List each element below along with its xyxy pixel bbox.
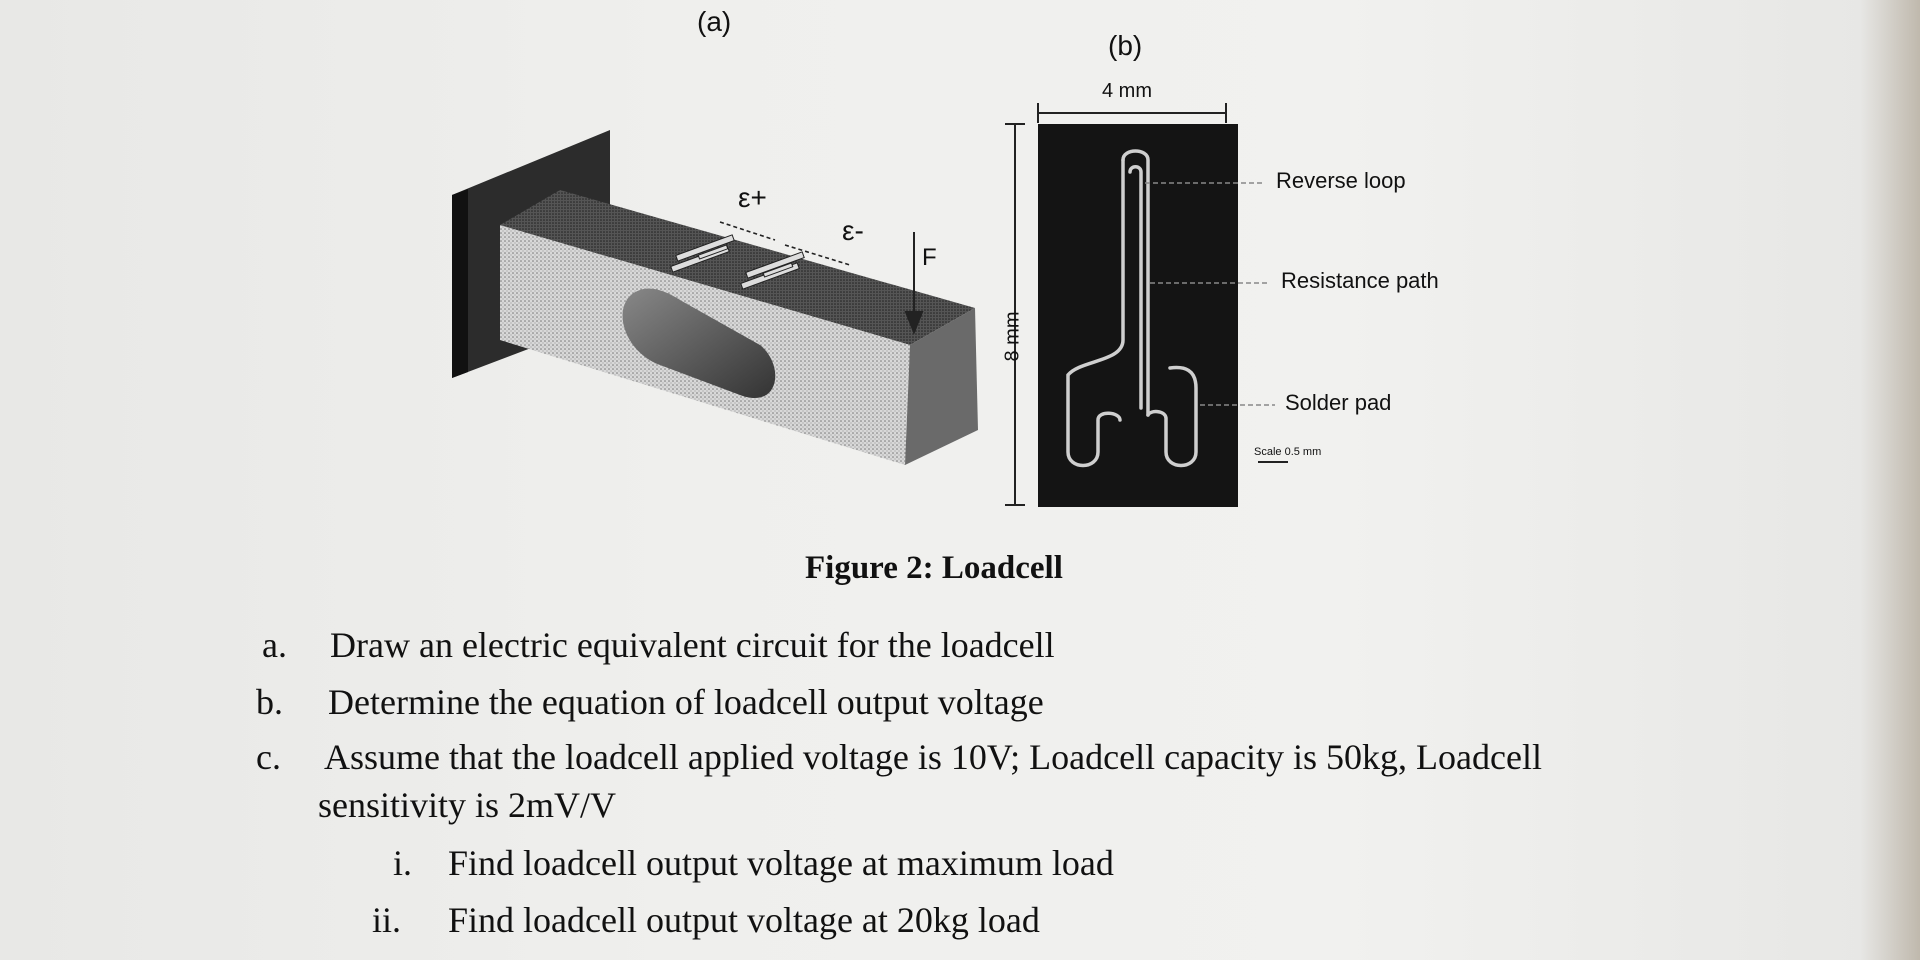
question-c-continuation: sensitivity is 2mV/V: [318, 785, 617, 825]
strain-minus-label: ε-: [842, 215, 864, 246]
force-arrow: [904, 232, 924, 335]
force-label: F: [922, 244, 937, 271]
figure-caption: Figure 2: Loadcell: [805, 550, 1063, 586]
gauge-trace: [1066, 149, 1198, 468]
question-c: c. Assume that the loadcell applied volta…: [256, 737, 1542, 777]
page-edge-shadow: [1860, 0, 1920, 960]
beam-end-face: [905, 308, 978, 465]
question-b: b. Determine the equation of loadcell out…: [256, 682, 1044, 722]
question-marker: a.: [262, 625, 287, 665]
beam-illustration: [452, 130, 978, 465]
question-text: Determine the equation of loadcell outpu…: [328, 682, 1044, 722]
annotation-leaders: [1145, 182, 1275, 406]
beam-hole: [622, 288, 776, 399]
subquestion-text: Find loadcell output voltage at maximum …: [448, 843, 1114, 883]
subquestion-text: Find loadcell output voltage at 20kg loa…: [448, 900, 1040, 940]
strain-plus-label: ε+: [738, 182, 767, 213]
subquestion-marker: i.: [393, 843, 413, 883]
question-text: Draw an electric equivalent circuit for …: [330, 625, 1055, 665]
question-marker: c.: [256, 737, 281, 777]
reverse-loop-label: Reverse loop: [1276, 168, 1406, 193]
solder-pad-label: Solder pad: [1285, 390, 1392, 415]
question-text: Assume that the loadcell applied voltage…: [324, 737, 1542, 777]
beam-top-face: [500, 190, 975, 345]
gauge-substrate: [1038, 124, 1238, 507]
strain-gauges: [670, 234, 805, 290]
subquestion-i: i. Find loadcell output voltage at maximu…: [393, 843, 1114, 883]
width-dimension-label: 4 mm: [1102, 80, 1152, 102]
gauge-illustration: [1005, 103, 1288, 507]
resistance-path-label: Resistance path: [1281, 268, 1439, 293]
subquestion-marker: ii.: [372, 900, 402, 940]
strain-arrows: [719, 221, 851, 266]
figure-b-label: (b): [1108, 30, 1143, 61]
height-dimension-label: 8 mm: [1001, 311, 1024, 362]
scale-label: Scale 0.5 mm: [1254, 446, 1322, 458]
question-marker: b.: [256, 682, 283, 722]
subquestion-ii: ii. Find loadcell output voltage at 20kg …: [372, 900, 1040, 940]
question-a: a. Draw an electric equivalent circuit fo…: [262, 625, 1055, 665]
figure-a-label: (a): [697, 6, 732, 37]
